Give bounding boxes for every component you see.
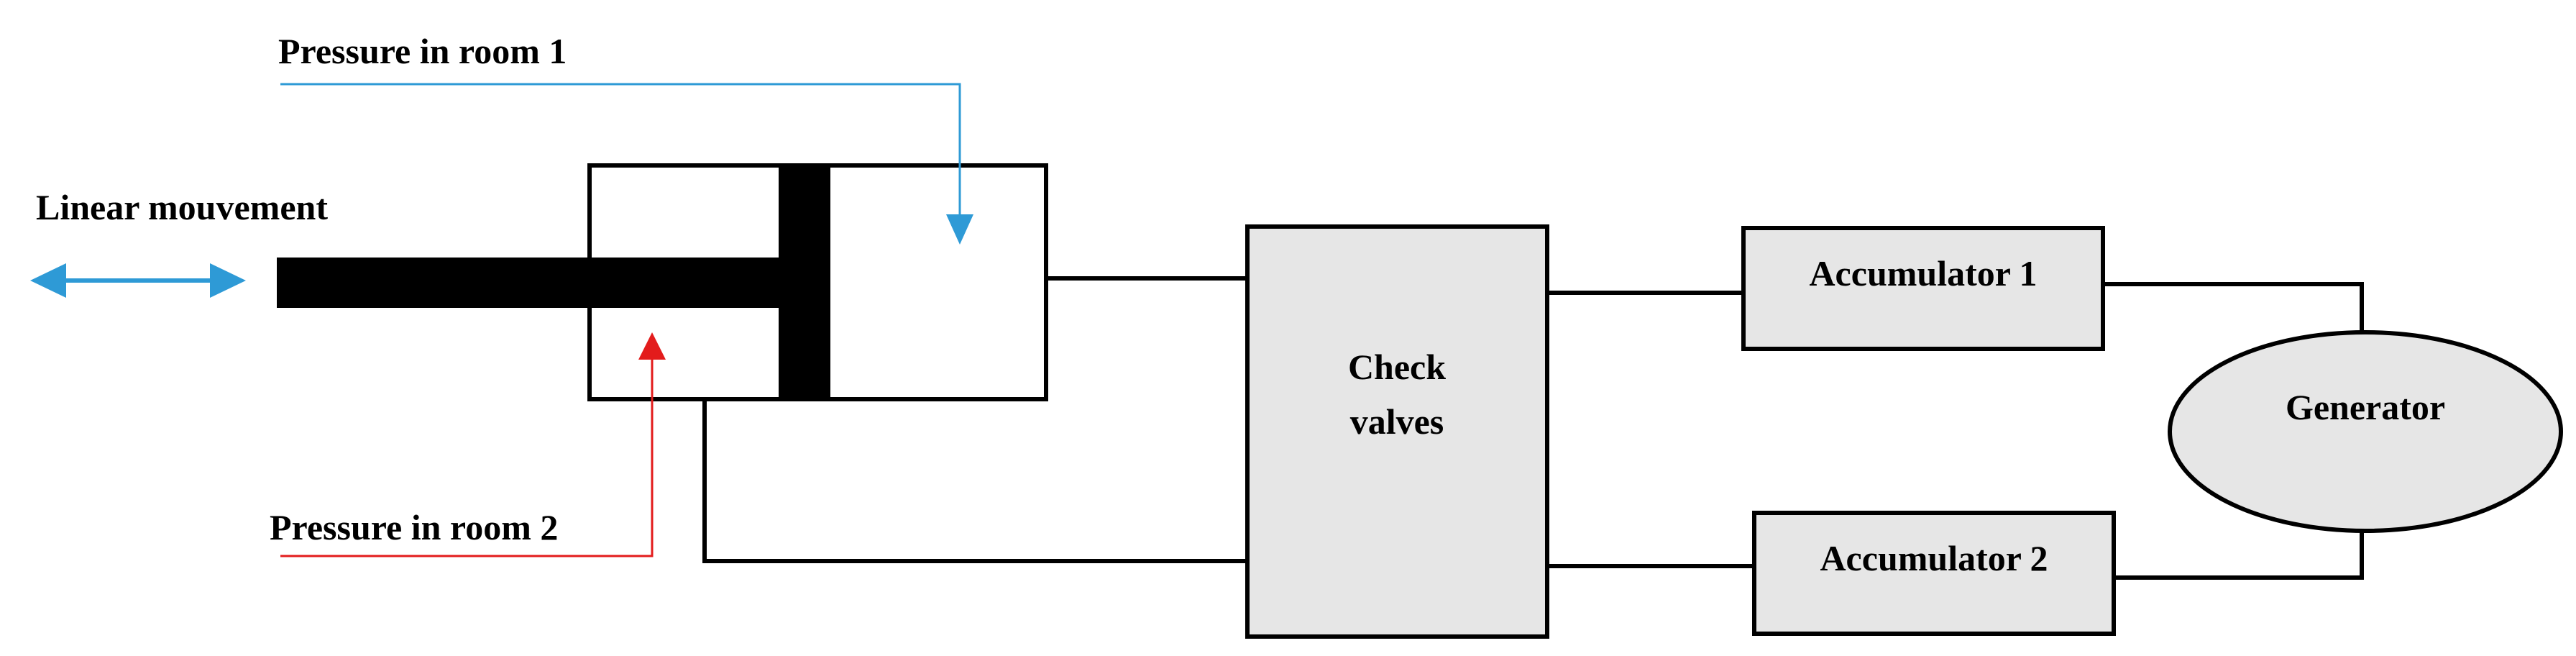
pressure-room-2-label: Pressure in room 2 [270, 507, 558, 547]
linear-movement-arrow [30, 263, 246, 298]
accumulator-2-box [1752, 511, 2116, 636]
generator-label: Generator [2286, 387, 2445, 427]
check-valves-label-line2: valves [1350, 401, 1444, 442]
accumulator-1-label: Accumulator 1 [1809, 253, 2037, 293]
pressure-room-2-arrow [280, 332, 666, 557]
accumulator-2-label: Accumulator 2 [1820, 538, 2048, 578]
check-valves-label-line1: Check [1348, 347, 1446, 387]
pressure-room-1-arrow [280, 83, 973, 245]
accumulator-1-box [1741, 226, 2105, 351]
generator-ellipse [2168, 330, 2563, 533]
check-valves-box [1245, 224, 1549, 639]
pressure-room-1-label: Pressure in room 1 [278, 31, 567, 71]
connection-lines [702, 276, 2364, 580]
linear-movement-label: Linear mouvement [36, 187, 328, 227]
piston-rod [277, 258, 830, 308]
piston-head [779, 165, 830, 399]
